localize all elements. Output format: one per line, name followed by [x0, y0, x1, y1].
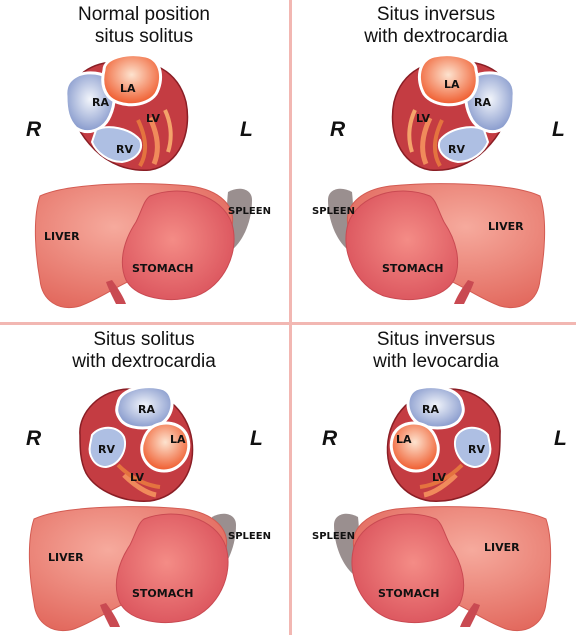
panel-title: Situs inversus with dextrocardia	[292, 4, 576, 48]
label-liver: LIVER	[488, 220, 524, 233]
panel-situs-solitus-dextrocardia: RA LA LV RV LIVER SPLEEN STOMACH Situs s…	[0, 325, 288, 643]
side-label-left: L	[554, 427, 567, 451]
label-ra: RA	[474, 96, 491, 109]
label-lv: LV	[146, 112, 160, 125]
side-label-right: R	[322, 427, 337, 451]
title-line-2: with levocardia	[292, 351, 576, 373]
side-label-right: R	[26, 427, 41, 451]
label-la: LA	[444, 78, 460, 91]
label-lv: LV	[432, 471, 446, 484]
heart: RA LA LV RV	[66, 55, 188, 171]
label-rv: RV	[98, 443, 115, 456]
label-stomach: STOMACH	[378, 587, 440, 600]
label-liver: LIVER	[484, 541, 520, 554]
title-line-2: situs solitus	[0, 26, 288, 48]
title-line-1: Situs inversus	[292, 329, 576, 351]
title-line-2: with dextrocardia	[0, 351, 288, 373]
label-rv: RV	[448, 143, 465, 156]
label-spleen: SPLEEN	[312, 206, 355, 217]
title-line-1: Situs solitus	[0, 329, 288, 351]
heart: RA LA LV RV	[80, 387, 193, 502]
label-liver: LIVER	[44, 230, 80, 243]
label-stomach: STOMACH	[382, 262, 444, 275]
title-line-1: Situs inversus	[292, 4, 576, 26]
label-rv: RV	[468, 443, 485, 456]
panel-title: Normal position situs solitus	[0, 4, 288, 48]
label-rv: RV	[116, 143, 133, 156]
panel-title: Situs inversus with levocardia	[292, 329, 576, 373]
panel-situs-inversus-levocardia: RA LA LV RV LIVER SPLEEN STOMACH Situs i…	[292, 325, 576, 643]
panel-situs-inversus-dextrocardia: RA LA LV RV LIVER SPLEEN STOMACH Situs i…	[292, 0, 576, 318]
label-ra: RA	[92, 96, 109, 109]
side-label-left: L	[552, 118, 565, 142]
label-spleen: SPLEEN	[228, 206, 271, 217]
label-ra: RA	[422, 403, 439, 416]
label-ra: RA	[138, 403, 155, 416]
label-la: LA	[120, 82, 136, 95]
label-lv: LV	[416, 112, 430, 125]
title-line-2: with dextrocardia	[292, 26, 576, 48]
label-spleen: SPLEEN	[228, 531, 271, 542]
label-liver: LIVER	[48, 551, 84, 564]
panel-situs-solitus: RA LA LV RV LIVER SPLEEN STOMACH Normal …	[0, 0, 288, 318]
label-stomach: STOMACH	[132, 262, 194, 275]
label-lv: LV	[130, 471, 144, 484]
label-la: LA	[170, 433, 186, 446]
label-stomach: STOMACH	[132, 587, 194, 600]
side-label-right: R	[26, 118, 41, 142]
label-spleen: SPLEEN	[312, 531, 355, 542]
label-la: LA	[396, 433, 412, 446]
side-label-left: L	[240, 118, 253, 142]
title-line-1: Normal position	[0, 4, 288, 26]
side-label-left: L	[250, 427, 263, 451]
side-label-right: R	[330, 118, 345, 142]
panel-title: Situs solitus with dextrocardia	[0, 329, 288, 373]
